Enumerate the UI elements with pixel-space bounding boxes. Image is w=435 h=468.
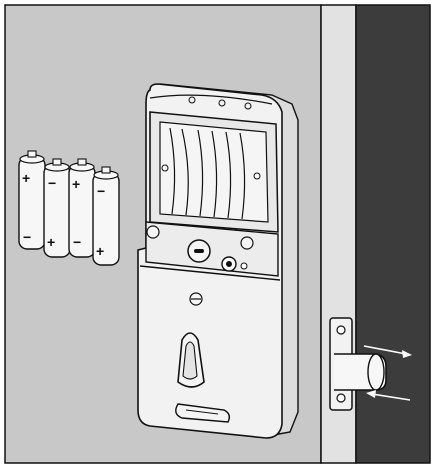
latch-icon: [175, 403, 231, 423]
battery-3-top-symbol: +: [72, 176, 80, 192]
lock-assembly: [137, 83, 299, 439]
battery-1: + −: [18, 150, 46, 250]
screw-icon: [240, 236, 254, 250]
deadbolt-icon: [334, 353, 387, 391]
mid-plate: [145, 221, 279, 277]
thumb-turn-icon: [177, 332, 205, 388]
battery-group: + − − + + − − +: [18, 150, 120, 266]
reset-button-icon: [221, 256, 237, 272]
program-button-icon: [187, 239, 211, 263]
battery-compartment: [149, 111, 279, 233]
indicator-icon: [189, 292, 203, 306]
bolt-extend-arrow: [363, 345, 412, 358]
door-face: [355, 4, 431, 464]
battery-2-bottom-symbol: +: [47, 234, 55, 250]
battery-2: − +: [43, 158, 71, 258]
battery-4-top-symbol: −: [97, 183, 105, 199]
battery-1-bottom-symbol: −: [23, 229, 31, 245]
battery-4: − +: [92, 166, 120, 266]
screw-icon: [146, 225, 160, 239]
bolt-retract-arrow: [366, 390, 411, 401]
battery-2-top-symbol: −: [48, 175, 56, 191]
battery-3-bottom-symbol: −: [73, 234, 81, 250]
battery-4-bottom-symbol: +: [96, 243, 104, 259]
battery-3: + −: [68, 158, 96, 258]
battery-1-top-symbol: +: [22, 170, 30, 186]
